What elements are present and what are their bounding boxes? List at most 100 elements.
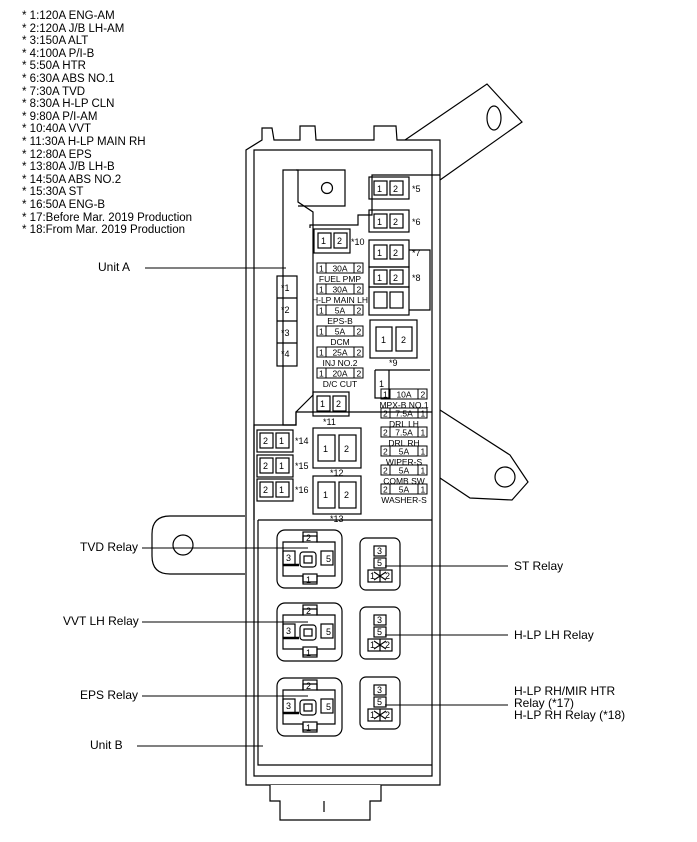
relay-pin: 3 <box>377 546 382 556</box>
pin-label: 1 <box>279 461 284 471</box>
pin-label: 1 <box>323 444 328 454</box>
mini-fuse-name: DCM <box>330 337 349 347</box>
pin-label: 1 <box>377 273 382 283</box>
mini-fuse-pin: 2 <box>357 264 362 274</box>
unit-a-cap <box>296 169 346 207</box>
relay-pin: 5 <box>326 627 331 637</box>
relay-pin: 3 <box>286 553 291 563</box>
pin-label: 2 <box>393 273 398 283</box>
pin-label: 2 <box>393 217 398 227</box>
pin-label: 1 <box>323 490 328 500</box>
pin-label: 2 <box>344 490 349 500</box>
star-label: *8 <box>412 273 421 283</box>
star-label: *5 <box>412 184 421 194</box>
legend-item: * 18:From Mar. 2019 Production <box>22 224 185 237</box>
mini-fuse-pin: 2 <box>357 369 362 379</box>
mini-fuse-pin: 2 <box>421 390 426 400</box>
legend-item: * 4:100A P/I-B <box>22 47 95 60</box>
mount-hole-left <box>172 534 194 556</box>
star-label: *15 <box>295 461 309 471</box>
relay-pin: 3 <box>377 615 382 625</box>
fuse-pair-6 <box>368 209 410 233</box>
star-label: *16 <box>295 485 309 495</box>
st-relay-label: ST Relay <box>514 559 564 573</box>
legend-item: * 14:50A ABS NO.2 <box>22 173 122 186</box>
st-relay <box>359 537 401 591</box>
legend-item: * 11:30A H-LP MAIN RH <box>22 135 146 148</box>
relay-pin: 2 <box>385 710 390 720</box>
legend-item: * 1:120A ENG-AM <box>22 10 115 22</box>
mini-fuse-pin: 1 <box>319 327 324 337</box>
hlp-lh-relay <box>359 606 401 660</box>
mini-fuse-pin: 2 <box>383 466 388 476</box>
relay-pin: 1 <box>306 648 311 658</box>
mini-fuse-pin: 1 <box>319 264 324 274</box>
mini-fuse-pin: 1 <box>421 428 426 438</box>
unit-a-divider <box>309 174 440 228</box>
unit-a-fuse-label: *2 <box>281 305 290 315</box>
unit-a-fuse-label: *3 <box>281 328 290 338</box>
relay-pin: 2 <box>385 571 390 581</box>
star-label: *11 <box>323 417 336 427</box>
legend-item: * 10:40A VVT <box>22 123 92 136</box>
pin-label: 2 <box>393 248 398 258</box>
bracket-7-8 <box>409 249 431 311</box>
mini-fuse-amp: 7.5A <box>395 409 413 419</box>
mini-fuse-name: COMB SW <box>383 476 425 486</box>
mini-fuse-name: MPX-B NO.1 <box>379 400 428 410</box>
fuse-pair-16 <box>256 478 294 502</box>
hlp-rh-relay-line: Relay (*17) <box>514 696 575 710</box>
mini-fuse-pin: 2 <box>383 428 388 438</box>
relay-pin: 3 <box>286 626 291 636</box>
mini-fuse-pin: 2 <box>357 306 362 316</box>
bottom-connector <box>269 785 382 821</box>
unit-b-floor <box>257 520 432 766</box>
star-label: *12 <box>330 468 344 478</box>
mount-tab-left <box>151 515 245 575</box>
mini-fuse-pin: 2 <box>357 285 362 295</box>
pin-label: 1 <box>321 236 326 246</box>
bracket-9 <box>374 369 430 399</box>
mini-fuse-name: D/C CUT <box>323 379 357 389</box>
star-label: *7 <box>412 248 421 258</box>
fuse-pair-14 <box>256 429 294 453</box>
tvd-relay <box>276 529 343 589</box>
mini-fuse-amp: 5A <box>335 327 346 337</box>
mini-fuse-pin: 1 <box>319 348 324 358</box>
pin-label: 2 <box>344 444 349 454</box>
mini-fuse: 1 20A 2D/C CUT <box>316 367 364 389</box>
mini-fuse-pin: 1 <box>421 466 426 476</box>
pin-label: 2 <box>263 485 268 495</box>
unit-a-hole <box>320 181 334 195</box>
mini-fuse-pin: 2 <box>383 409 388 419</box>
pin-label: 1 <box>279 485 284 495</box>
mini-fuse-name: EPS-B <box>327 316 353 326</box>
unit-a-label: Unit A <box>98 260 131 274</box>
relay-pin: 5 <box>377 627 382 637</box>
pin-label: 2 <box>263 436 268 446</box>
mount-hole-upper <box>486 105 502 131</box>
mini-fuse-amp: 20A <box>332 369 347 379</box>
mini-fuse-amp: 7.5A <box>395 428 413 438</box>
star-label: *13 <box>330 514 344 524</box>
mini-fuse-pin: 1 <box>383 390 388 400</box>
fuse-pair-5 <box>368 176 410 200</box>
relay-pin: 5 <box>377 697 382 707</box>
mini-fuse-pin: 1 <box>319 369 324 379</box>
vvt-lh-relay <box>276 602 343 662</box>
fuse-box-inner-rim <box>253 149 433 777</box>
eps-relay-label: EPS Relay <box>80 688 139 702</box>
star-label: *10 <box>351 237 365 247</box>
mini-fuse-pin: 2 <box>383 447 388 457</box>
pin-label: 1 <box>377 248 382 258</box>
fuse-pair-blank <box>368 286 410 316</box>
legend-item: * 6:30A ABS NO.1 <box>22 72 115 85</box>
pin-label: 2 <box>336 399 341 409</box>
